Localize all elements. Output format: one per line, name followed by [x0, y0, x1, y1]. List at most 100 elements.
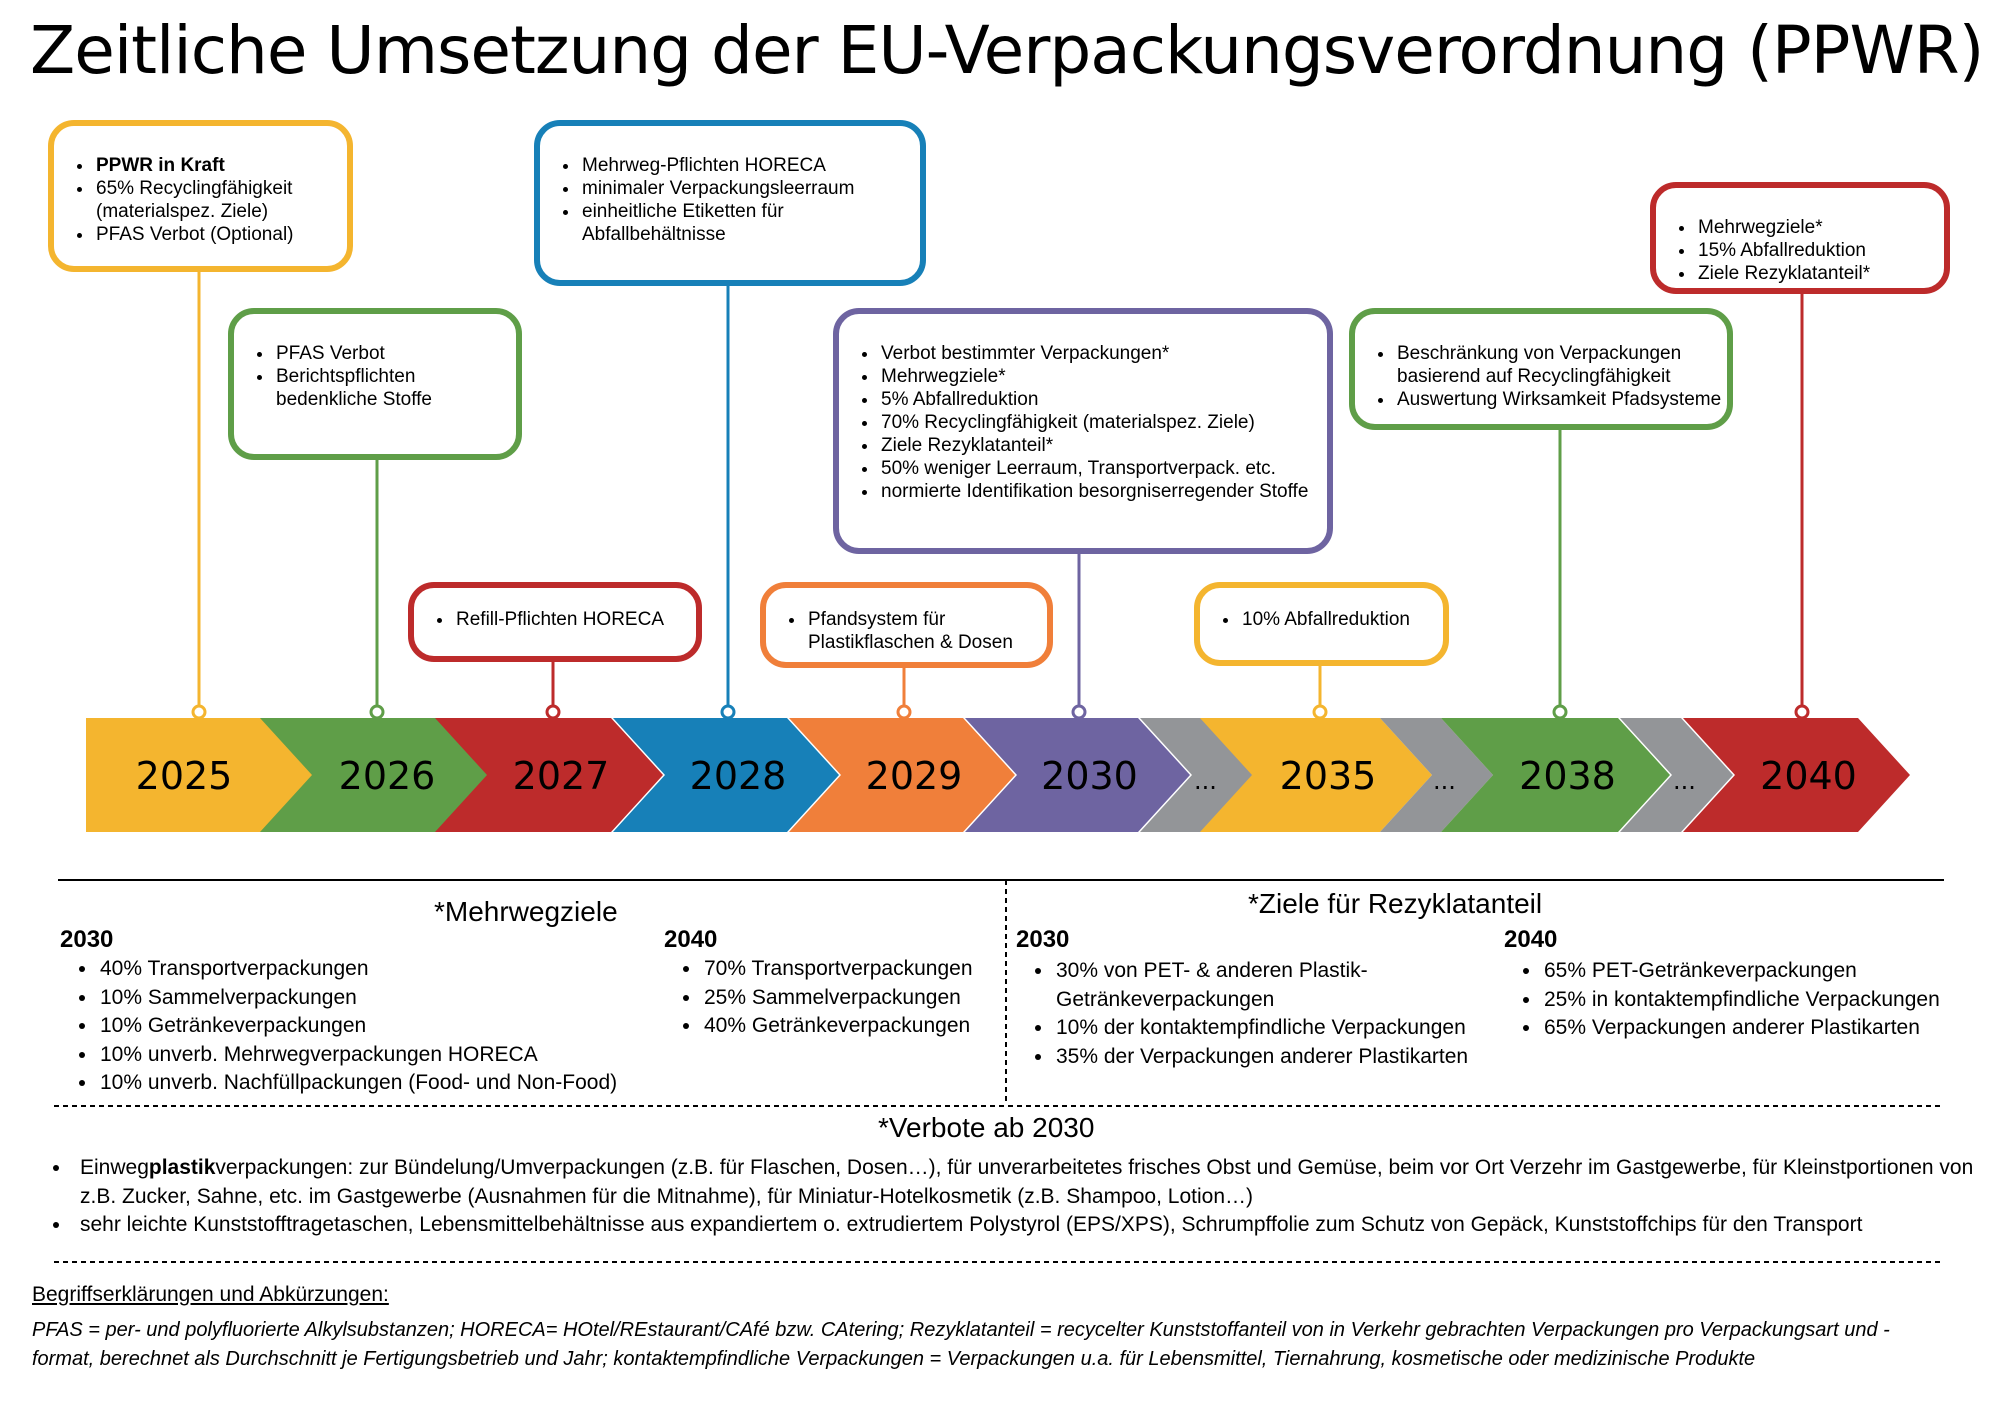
rezyklat-2030-year: 2030: [1016, 926, 1070, 953]
timeline-segment-3: 2028: [613, 718, 839, 832]
callout-list: PFAS VerbotBerichtspflichten bedenkliche…: [234, 342, 516, 411]
list-item: 25% in kontaktempfindliche Verpackungen: [1542, 986, 2000, 1015]
timeline-label: ...: [1433, 767, 1456, 795]
list-item: 65% PET-Getränkeverpackungen: [1542, 957, 2000, 986]
callout-item: Mehrwegziele*: [1696, 216, 1944, 239]
callout-2026: PFAS VerbotBerichtspflichten bedenkliche…: [228, 308, 522, 460]
timeline-arrow-shape: [1683, 718, 1910, 832]
timeline-label: 2026: [339, 754, 436, 798]
timeline-arrow-shape: [613, 718, 839, 832]
callout-item: normierte Identifikation besorgniserrege…: [879, 480, 1327, 503]
callout-item: Mehrweg-Pflichten HORECA: [580, 154, 920, 177]
connector-2027: [545, 659, 561, 720]
callout-item: einheitliche Etiketten für Abfallbehältn…: [580, 200, 920, 246]
callout-item: Refill-Pflichten HORECA: [454, 608, 696, 631]
callout-item: Auswertung Wirksamkeit Pfadsysteme: [1395, 388, 1727, 411]
callout-item: 15% Abfallreduktion: [1696, 239, 1944, 262]
timeline-arrows: 2025 2026 2027 2028 2029 2030... 2035... 2038..…: [86, 718, 1910, 832]
timeline-arrow-shape: [1620, 718, 1733, 832]
list-item: 10% unverb. Mehrwegverpackungen HORECA: [98, 1041, 698, 1070]
timeline-label: 2028: [690, 754, 787, 798]
timeline-arrow-shape: [965, 718, 1190, 832]
callout-item: Berichtspflichten bedenkliche Stoffe: [274, 365, 516, 411]
callout-list: 10% Abfallreduktion: [1200, 608, 1443, 631]
connector-marker: [1552, 704, 1568, 720]
callout-2040: Mehrwegziele*15% AbfallreduktionZiele Re…: [1650, 182, 1950, 294]
list-item: 40% Getränkeverpackungen: [702, 1012, 1032, 1041]
timeline-segment-7: 2035: [1200, 718, 1432, 832]
mehrwegziele-2040-list: 70% Transportverpackungen25% Sammelverpa…: [666, 955, 1032, 1041]
callout-item: PPWR in Kraft: [94, 154, 347, 177]
timeline-label: 2029: [866, 754, 963, 798]
callout-item: Mehrwegziele*: [879, 365, 1327, 388]
timeline-label: 2025: [136, 754, 233, 798]
timeline-arrow-shape: [1200, 718, 1432, 832]
connector-2038: [1552, 427, 1568, 720]
separator-lines: [54, 879, 1944, 1263]
callout-2028: Mehrweg-Pflichten HORECAminimaler Verpac…: [534, 120, 926, 286]
callout-list: PPWR in Kraft65% Recyclingfähigkeit (mat…: [54, 154, 347, 246]
connector-marker: [1071, 704, 1087, 720]
mehrwegziele-heading: *Mehrwegziele: [434, 896, 618, 927]
callout-item: Ziele Rezyklatanteil*: [879, 434, 1327, 457]
list-item: 30% von PET- & anderen Plastik-Getränkev…: [1054, 957, 1524, 1014]
connector-marker: [896, 704, 912, 720]
verbote-item-plastic: Einwegplastikverpackungen: zur Bündelung…: [72, 1154, 1992, 1211]
callout-item: 50% weniger Leerraum, Transportverpack. …: [879, 457, 1327, 480]
rezyklat-2040-year: 2040: [1504, 926, 1558, 953]
callout-item: 65% Recyclingfähigkeit (materialspez. Zi…: [94, 177, 347, 223]
timeline-label: 2030: [1041, 754, 1138, 798]
timeline-label: ...: [1673, 767, 1696, 795]
connector-marker: [191, 704, 207, 720]
callout-item: PFAS Verbot (Optional): [94, 223, 347, 246]
callout-2025: PPWR in Kraft65% Recyclingfähigkeit (mat…: [48, 120, 353, 272]
timeline-arrow-shape: [435, 718, 663, 832]
connector-2029: [896, 665, 912, 720]
verbote-item1-post: verpackungen: zur Bündelung/Umverpackung…: [80, 1156, 1974, 1208]
rezyklat-heading: *Ziele für Rezyklatanteil: [1248, 888, 1543, 919]
rezyklat-2030-list: 30% von PET- & anderen Plastik-Getränkev…: [1018, 957, 1524, 1071]
callout-item: PFAS Verbot: [274, 342, 516, 365]
connector-marker: [1312, 704, 1328, 720]
callout-item: Pfandsystem für Plastikflaschen & Dosen: [806, 608, 1047, 654]
verbote-list: Einwegplastikverpackungen: zur Bündelung…: [44, 1154, 1992, 1240]
connector-2030: [1071, 551, 1087, 720]
verbote-item1-bold: plastik: [148, 1156, 216, 1179]
callout-item: minimaler Verpackungsleerraum: [580, 177, 920, 200]
connector-2040: [1794, 291, 1810, 720]
timeline-label: 2035: [1280, 754, 1377, 798]
connector-marker: [1794, 704, 1810, 720]
glossary-text: PFAS = per- und polyfluorierte Alkylsubs…: [32, 1319, 1890, 1370]
list-item: 25% Sammelverpackungen: [702, 984, 1032, 1013]
callout-list: Mehrweg-Pflichten HORECAminimaler Verpac…: [540, 154, 920, 246]
timeline-label: 2027: [513, 754, 610, 798]
timeline-label: 2040: [1760, 754, 1857, 798]
callout-2038: Beschränkung von Verpackungen basierend …: [1349, 308, 1733, 430]
list-item: 10% der kontaktempfindliche Verpackungen: [1054, 1014, 1524, 1043]
timeline-label: 2038: [1519, 754, 1616, 798]
timeline-segment-11: 2040: [1683, 718, 1910, 832]
page-title: Zeitliche Umsetzung der EU-Verpackungsve…: [30, 12, 1984, 89]
callout-2035: 10% Abfallreduktion: [1194, 582, 1449, 666]
timeline-arrow-shape: [1380, 718, 1493, 832]
connector-2026: [369, 457, 385, 720]
timeline-segment-2: 2027: [435, 718, 663, 832]
list-item: 10% unverb. Nachfüllpackungen (Food- und…: [98, 1069, 698, 1098]
connector-2025: [191, 269, 207, 720]
callout-2030: Verbot bestimmter Verpackungen*Mehrwegzi…: [833, 308, 1333, 554]
timeline-label: ...: [1194, 767, 1217, 795]
verbote-item-other: sehr leichte Kunststofftragetaschen, Leb…: [72, 1211, 1992, 1240]
timeline-arrow-shape: [1441, 718, 1670, 832]
timeline-segment-1: 2026: [260, 718, 490, 832]
connector-marker: [369, 704, 385, 720]
callout-item: Ziele Rezyklatanteil*: [1696, 262, 1944, 285]
glossary-title: Begriffserklärungen und Abkürzungen:: [32, 1283, 389, 1306]
timeline-segment-0: 2025: [86, 718, 314, 832]
verbote-item1-pre: Einweg: [80, 1156, 149, 1179]
list-item: 70% Transportverpackungen: [702, 955, 1032, 984]
timeline-segment-5: 2030: [965, 718, 1190, 832]
connector-marker: [545, 704, 561, 720]
timeline-segment-9: 2038: [1441, 718, 1670, 832]
timeline-arrow-shape: [789, 718, 1015, 832]
